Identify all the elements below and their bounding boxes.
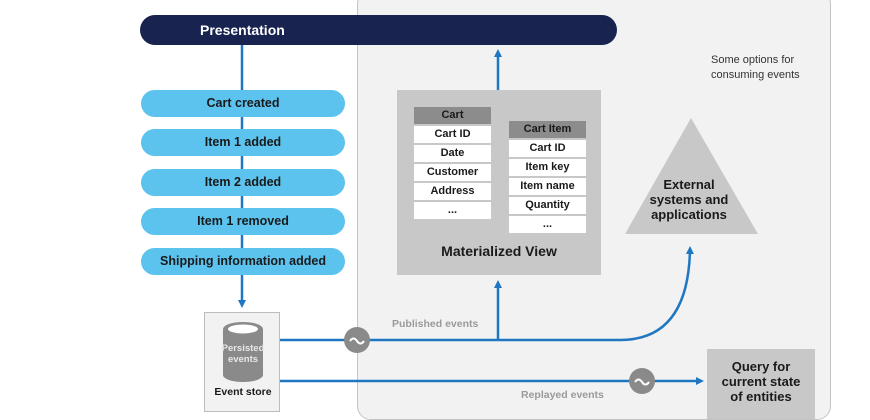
cart-item-table-row: Cart ID: [509, 140, 586, 157]
external-systems-label: External systems and applications: [634, 177, 744, 222]
cart-table-row: Address: [414, 183, 491, 200]
persisted-events-line: events: [227, 354, 259, 365]
cart-table-row: ...: [414, 202, 491, 219]
event-item-1-added: Item 1 added: [141, 129, 345, 156]
cart-item-table: Cart Item Cart ID Item key Item name Qua…: [509, 121, 586, 235]
query-line: Query for: [731, 359, 791, 374]
presentation-layer: Presentation: [140, 15, 617, 45]
persisted-events-line: Persisted: [221, 343, 265, 354]
consumers-note-line: consuming events: [711, 69, 800, 81]
cart-item-table-row: Item key: [509, 159, 586, 176]
query-line: current state: [721, 374, 801, 389]
cart-item-table-row: ...: [509, 216, 586, 233]
cart-table-header: Cart: [414, 107, 491, 124]
event-label: Cart created: [206, 96, 280, 110]
published-events-label: Published events: [392, 318, 479, 330]
cart-table-row: Cart ID: [414, 126, 491, 143]
materialized-view-title: Materialized View: [441, 243, 557, 259]
replayed-events-label: Replayed events: [521, 389, 604, 401]
replayed-connector-icon: [629, 368, 655, 394]
event-store: Persisted events Event store: [204, 312, 280, 412]
event-label: Item 2 added: [204, 175, 282, 189]
materialized-view: Cart Cart ID Date Customer Address ... C…: [397, 90, 601, 275]
external-systems-line: External: [663, 177, 715, 192]
consumers-note: Some options for consuming events: [711, 53, 821, 83]
cart-item-table-row: Item name: [509, 178, 586, 195]
cart-table: Cart Cart ID Date Customer Address ...: [414, 107, 491, 221]
event-label: Item 1 removed: [197, 214, 289, 228]
consumers-note-line: Some options for: [711, 54, 795, 66]
query-current-state: Query for current state of entities: [707, 349, 815, 419]
external-systems-line: systems and: [649, 192, 729, 207]
cart-item-table-header: Cart Item: [509, 121, 586, 138]
published-connector-icon: [344, 327, 370, 353]
external-systems-line: applications: [651, 207, 727, 222]
event-label: Item 1 added: [204, 135, 282, 149]
event-cart-created: Cart created: [141, 90, 345, 117]
event-shipping-info-added: Shipping information added: [141, 248, 345, 275]
cart-table-row: Date: [414, 145, 491, 162]
to-external-systems-arrow: [498, 246, 694, 342]
event-store-label: Event store: [214, 386, 272, 398]
event-item-1-removed: Item 1 removed: [141, 208, 345, 235]
event-item-2-added: Item 2 added: [141, 169, 345, 196]
cart-item-table-row: Quantity: [509, 197, 586, 214]
query-line: of entities: [730, 389, 792, 404]
event-label: Shipping information added: [160, 254, 326, 268]
database-cylinder-icon: [223, 322, 263, 382]
cart-table-row: Customer: [414, 164, 491, 181]
presentation-label: Presentation: [200, 22, 285, 38]
persisted-events-label: Persisted events: [205, 343, 281, 365]
external-systems-triangle: [625, 118, 758, 234]
